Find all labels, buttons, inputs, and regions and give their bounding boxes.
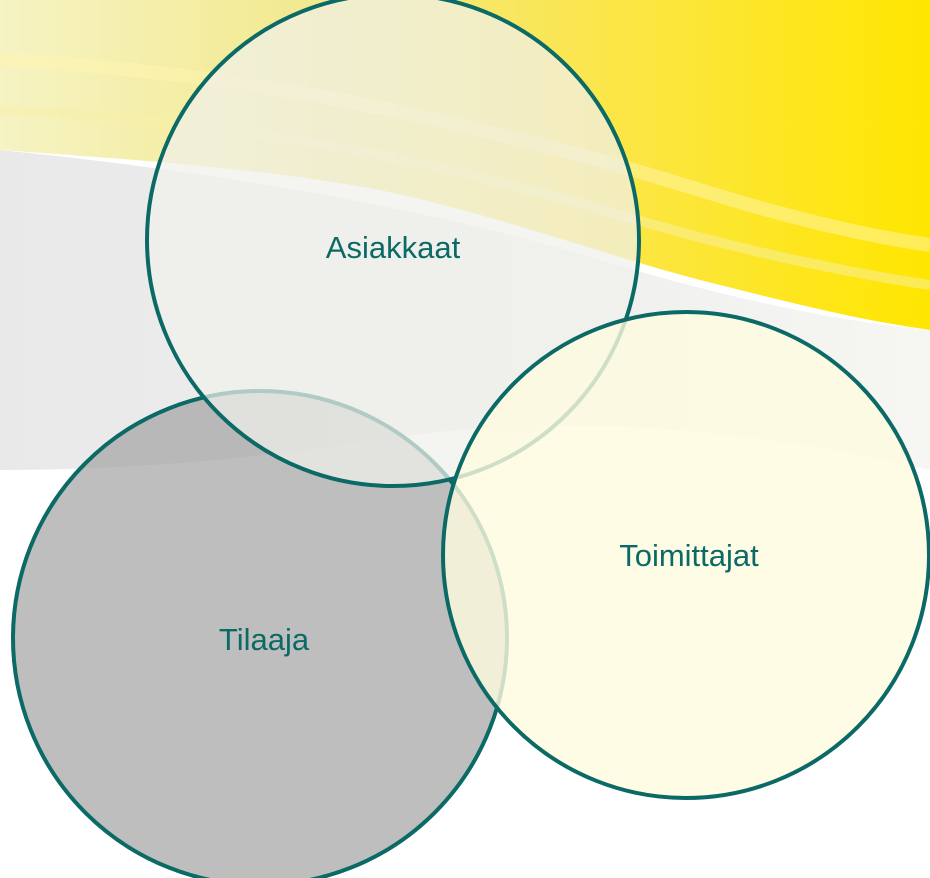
label-toimittajat: Toimittajat — [619, 538, 759, 573]
circle-toimittajat — [441, 310, 930, 800]
label-asiakkaat: Asiakkaat — [326, 230, 461, 265]
label-tilaaja: Tilaaja — [219, 622, 310, 657]
circle-asiakkaat — [145, 0, 641, 488]
